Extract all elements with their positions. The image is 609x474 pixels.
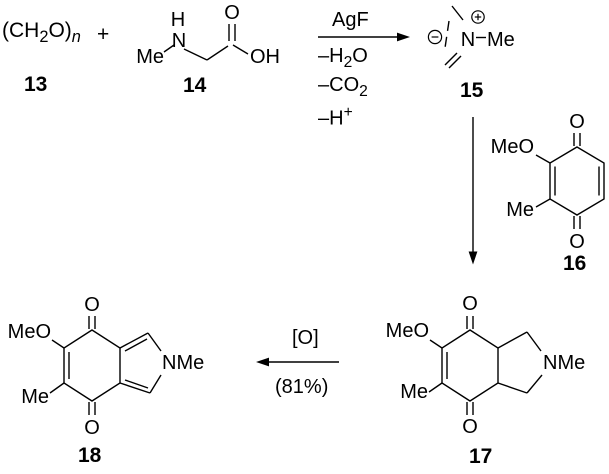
arrow-head (256, 357, 269, 367)
compound-18-structure: O O MeO Me NMe (8, 294, 205, 439)
atom-label-o-bottom: O (84, 417, 100, 439)
atom-label-oh: OH (250, 46, 280, 68)
loss-text: –CO (318, 74, 360, 96)
compound-15-structure: N Me (427, 5, 515, 69)
arrow-head (468, 251, 478, 265)
bonds (535, 133, 605, 229)
atom-label-meo: MeO (491, 136, 534, 158)
bonds (163, 24, 249, 61)
bond (232, 44, 249, 55)
atom-label-me: Me (400, 381, 428, 403)
atom-label-n: N (461, 29, 475, 51)
bonds (428, 316, 543, 415)
compound-16-structure: O O MeO Me (491, 111, 605, 253)
bond (451, 5, 464, 21)
atom-label-o-top: O (84, 294, 100, 316)
ring-bond (549, 146, 605, 216)
bond (535, 198, 551, 208)
atom-label-o-bottom: O (569, 231, 585, 253)
ring-bond (63, 329, 121, 402)
compound-14-number: 14 (183, 74, 207, 97)
plus-charge-icon (471, 10, 485, 24)
compound-16-number: 16 (563, 252, 587, 275)
double-bond-line (444, 52, 458, 66)
minus-charge-icon (427, 29, 443, 45)
formula-close: O) (48, 19, 72, 42)
atom-label-o-bottom: O (462, 416, 478, 438)
loss-co2: –CO2 (318, 74, 368, 100)
bond (497, 331, 528, 349)
bond (429, 339, 443, 349)
double-bond-line (448, 55, 462, 69)
arrow-head (397, 32, 410, 42)
cycloaddition-arrow (468, 117, 478, 265)
compound-14-structure: Me N H O OH (136, 2, 280, 68)
loss-text: –H (318, 107, 344, 130)
bond (526, 374, 543, 394)
compound-18-number: 18 (78, 444, 102, 467)
atom-label-me: Me (506, 199, 534, 221)
bonds (444, 5, 486, 69)
atom-label-o: O (224, 2, 240, 24)
compound-17-number: 17 (469, 445, 493, 468)
bond (163, 44, 175, 53)
bond (526, 331, 542, 352)
bond (428, 382, 443, 393)
ring-bond (441, 329, 499, 402)
condensation-arrow (318, 32, 410, 42)
partial-bond-dashed (444, 20, 450, 49)
loss-h2o: –H2O (318, 45, 368, 71)
loss-text: –H (318, 45, 344, 67)
compound-13-number: 13 (24, 73, 48, 96)
plus-operator: + (97, 23, 110, 46)
loss-superscript: + (343, 104, 353, 121)
atom-label-meo: MeO (386, 320, 429, 342)
atom-label-me: Me (487, 29, 515, 51)
atom-label-o-top: O (462, 293, 478, 315)
bond (147, 332, 162, 352)
loss-text: O (352, 45, 368, 67)
bond (49, 382, 65, 394)
reagent-label-agf: AgF (332, 9, 369, 31)
atom-label-h: H (171, 9, 185, 31)
formula-subscript-n: n (71, 28, 81, 47)
oxidation-arrow (256, 357, 339, 367)
bond (497, 382, 528, 394)
bond (535, 154, 551, 164)
bond (119, 382, 151, 394)
compound-15-number: 15 (460, 79, 484, 102)
charge-circle (471, 10, 485, 24)
compound-13-formula: (CH2O)n (2, 19, 81, 46)
bond (119, 332, 149, 349)
atom-label-n: N (172, 30, 186, 52)
loss-subscript: 2 (359, 83, 368, 100)
atom-label-me: Me (136, 46, 164, 68)
bonds (49, 316, 162, 415)
formula-open: (CH (2, 19, 40, 42)
atom-label-nme: NMe (162, 352, 204, 374)
yield-label: (81%) (275, 376, 329, 398)
compound-17-structure: O O MeO Me NMe (386, 293, 586, 438)
double-bond-line (124, 379, 149, 389)
double-bond-line (124, 338, 148, 352)
bond (183, 48, 208, 61)
bond (51, 339, 65, 349)
atom-label-o-top: O (569, 111, 585, 133)
atom-label-nme: NMe (543, 352, 585, 374)
atom-label-me: Me (21, 386, 49, 408)
bond (206, 45, 229, 61)
charge-circle (427, 29, 443, 45)
formula-subscript-2: 2 (39, 28, 49, 47)
bond (149, 374, 162, 394)
atom-label-meo: MeO (8, 321, 51, 343)
loss-subscript: 2 (343, 54, 353, 71)
loss-h-plus: –H+ (318, 104, 353, 130)
reagent-label-oxidant: [O] (292, 327, 319, 349)
